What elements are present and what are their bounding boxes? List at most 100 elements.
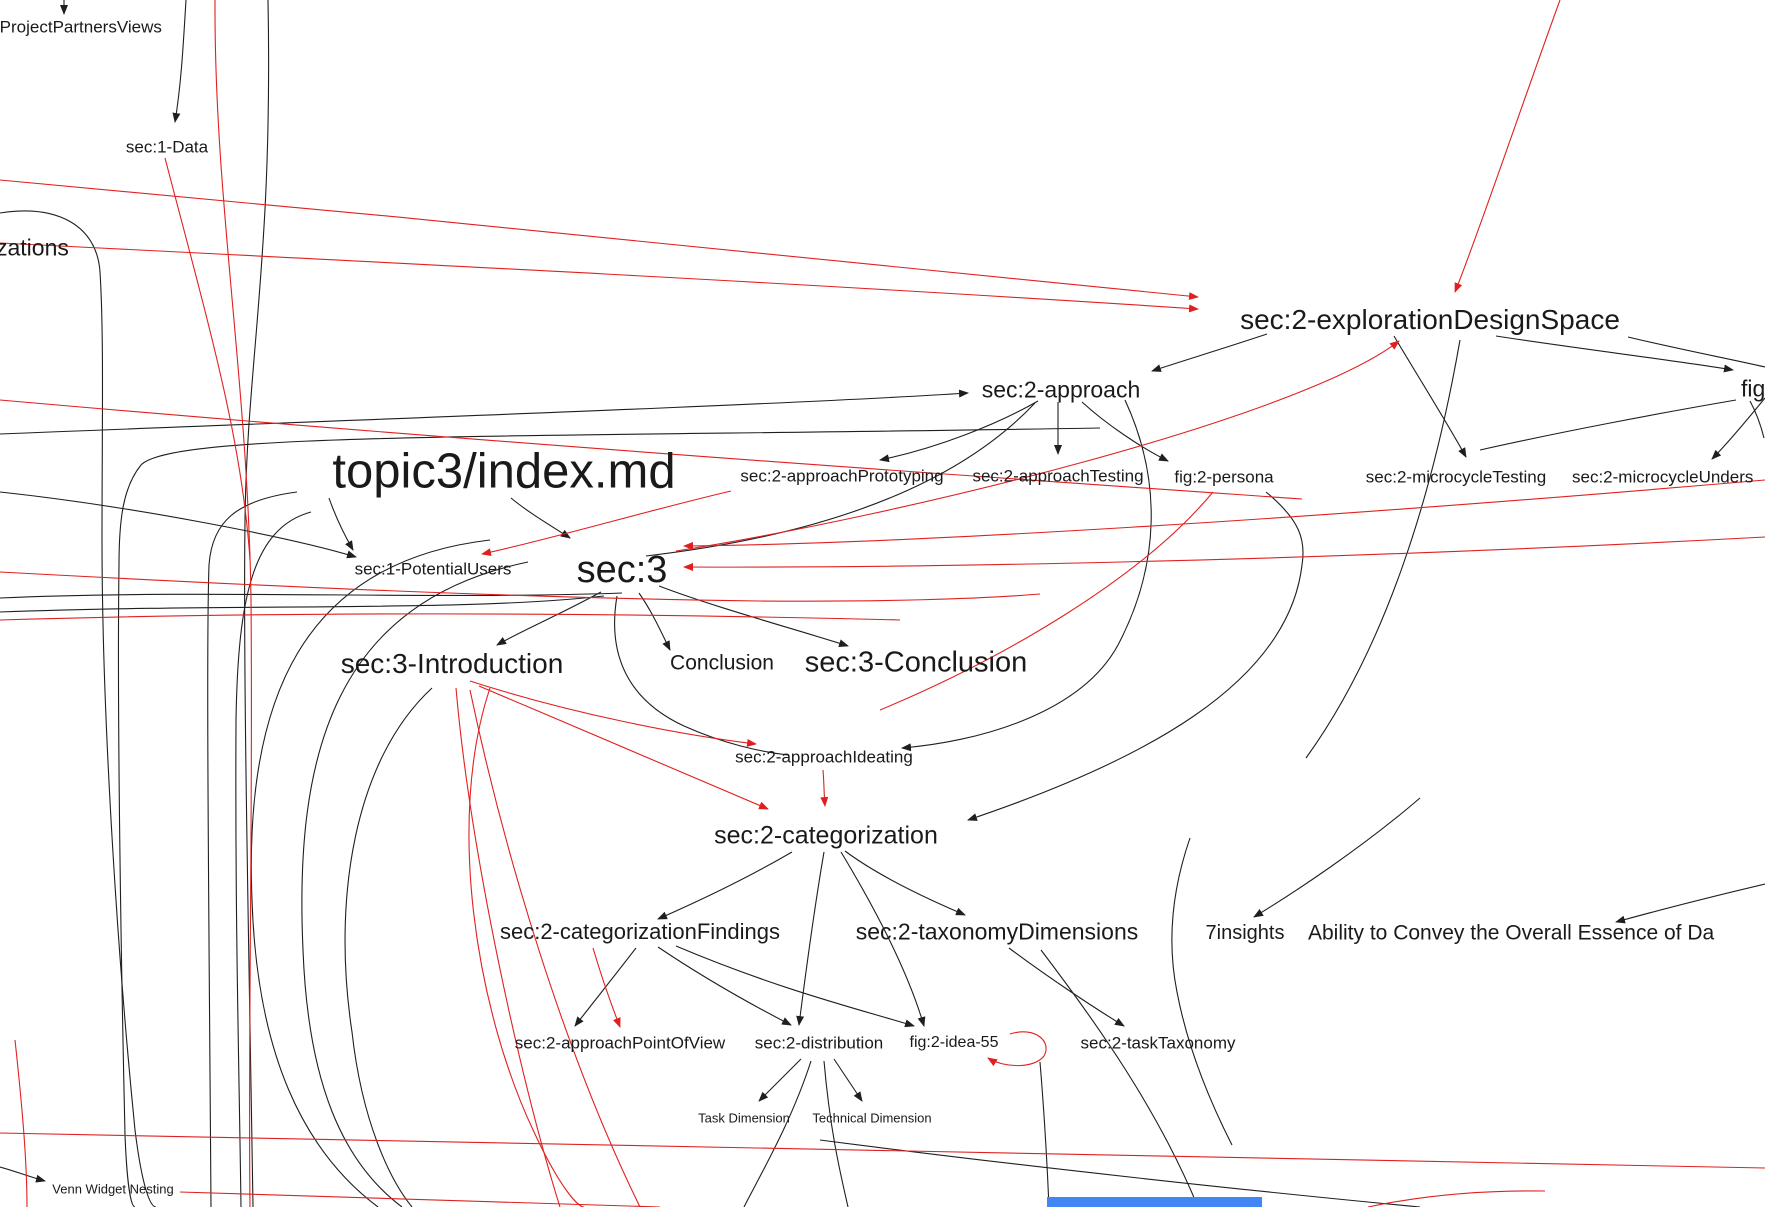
graph-edge [1008, 947, 1125, 1027]
graph-node-fig-cut[interactable]: fig [1741, 375, 1765, 402]
graph-node-sec2-taxonomy-dimensions[interactable]: sec:2-taxonomyDimensions [855, 918, 1139, 945]
graph-edge [250, 539, 491, 1207]
graph-node-topic3-index-md[interactable]: topic3/index.md [332, 444, 676, 499]
graph-edge [328, 497, 354, 551]
graph-edge [478, 685, 769, 810]
graph-node-venn-widget-nesting[interactable]: Venn Widget Nesting [52, 1181, 174, 1197]
graph-node-sec2-approach[interactable]: sec:2-approach [981, 376, 1141, 403]
graph-edge [1305, 339, 1461, 759]
graph-node-seven-insights[interactable]: 7insights [1205, 922, 1285, 944]
graph-edge [1040, 949, 1199, 1207]
graph-edge [0, 389, 969, 435]
graph-edge [214, 0, 253, 1207]
graph-edge [683, 479, 1765, 550]
graph-edge [117, 427, 1101, 1207]
graph-edge [1479, 399, 1737, 451]
graph-edge [658, 585, 849, 648]
graph-edge [1615, 883, 1765, 924]
graph-edge [0, 595, 605, 613]
graph-node-sec2-categorization-findings[interactable]: sec:2-categorizationFindings [499, 919, 781, 944]
graph-node-sec2-approach-point-of-view[interactable]: sec:2-approachPointOfView [514, 1033, 726, 1053]
graph-node-sec2-approach-ideating[interactable]: sec:2-approachIdeating [735, 747, 913, 767]
graph-edge [823, 1060, 849, 1207]
graph-edge [0, 1166, 46, 1183]
graph-edge [1627, 336, 1765, 368]
graph-edge [481, 490, 732, 557]
graph-edge [496, 591, 602, 646]
graph-edge [344, 687, 433, 1207]
graph-edge [879, 491, 1214, 711]
graph-edge [164, 157, 251, 561]
graph-edge [657, 851, 793, 920]
graph-node-project-partners-views[interactable]: -ProjectPartnersViews [0, 17, 162, 37]
graph-edge [172, 0, 187, 123]
graph-node-fig2-persona[interactable]: fig:2-persona [1174, 467, 1274, 487]
graph-edge [510, 497, 571, 539]
graph-edge [675, 340, 1400, 552]
graph-node-sec1-data[interactable]: sec:1-Data [125, 137, 209, 157]
graph-edge [574, 947, 637, 1027]
graph-edge [1081, 401, 1169, 462]
graph-edge [592, 947, 621, 1028]
graph-edge [468, 687, 585, 1207]
graph-node-sec2-approach-prototyping[interactable]: sec:2-approachPrototyping [740, 466, 944, 486]
graph-node-sec2-task-taxonomy[interactable]: sec:2-taskTaxonomy [1080, 1033, 1236, 1053]
graph-edge [614, 595, 789, 756]
graph-node-conclusion[interactable]: Conclusion [670, 651, 774, 675]
graph-edge [1393, 335, 1467, 458]
graph-edge [1039, 1061, 1050, 1207]
graph-edge [901, 399, 1152, 752]
graph-edge [469, 680, 757, 747]
graph-node-sec1-potential-users[interactable]: sec:1-PotentialUsers [354, 559, 512, 579]
graph-edge [14, 1039, 28, 1207]
graph-edge [675, 945, 915, 1028]
graph-edge [0, 571, 1041, 602]
graph-edge [207, 491, 298, 1207]
graph-node-sec3-introduction[interactable]: sec:3-Introduction [340, 648, 564, 679]
graph-edge [796, 851, 825, 1026]
graph-node-sec2-distribution[interactable]: sec:2-distribution [754, 1033, 884, 1053]
graph-node-sec2-microcycle-testing[interactable]: sec:2-microcycleTesting [1365, 467, 1547, 487]
graph-node-sec2-categorization[interactable]: sec:2-categorization [714, 821, 938, 850]
graph-edge [469, 689, 641, 1207]
graph-edge [1253, 797, 1421, 918]
graph-edge [638, 592, 671, 651]
graph-edge [1454, 0, 1561, 293]
graph-edge [879, 400, 1039, 463]
graph-edge [844, 850, 966, 916]
graph-edge [743, 1060, 812, 1207]
graph-node-sec3-conclusion[interactable]: sec:3-Conclusion [804, 646, 1028, 679]
graph-node-sec2-microcycle-unders[interactable]: sec:2-microcycleUnders [1572, 467, 1754, 487]
graph-edge [758, 1058, 802, 1102]
graph-edge [0, 592, 623, 599]
graph-node-zations[interactable]: zations [0, 234, 69, 261]
graph-edge [833, 1058, 863, 1102]
graph-edge [657, 946, 792, 1026]
graph-edge [1749, 400, 1765, 439]
graph-node-fig2-idea-55[interactable]: fig:2-idea-55 [909, 1034, 999, 1051]
graph-edge [1151, 333, 1268, 372]
graph-edge [1495, 335, 1734, 373]
graph-edge [0, 210, 157, 1207]
graph-edge [1711, 397, 1765, 460]
graph-edge [1367, 1190, 1546, 1207]
graph-node-task-dimension[interactable]: Task Dimension [698, 1110, 790, 1126]
graph-node-sec2-exploration-design-space[interactable]: sec:2-explorationDesignSpace [1240, 304, 1620, 335]
graph-node-technical-dimension[interactable]: Technical Dimension [812, 1110, 932, 1126]
graph-node-sec3[interactable]: sec:3 [576, 549, 668, 591]
graph-edge [1171, 837, 1233, 1146]
graph-node-sec2-approach-testing[interactable]: sec:2-approachTesting [972, 466, 1144, 486]
graph-edge [967, 491, 1304, 821]
graph-edge [683, 536, 1765, 572]
graph-edge [0, 1132, 1765, 1169]
graph-edge [0, 399, 1303, 500]
graph-edge [0, 613, 901, 621]
graph-node-ability-to-convey[interactable]: Ability to Convey the Overall Essence of… [1308, 921, 1715, 945]
graph-edge [235, 511, 312, 1207]
graph-edge [840, 851, 926, 1027]
graph-edge [820, 769, 829, 807]
graph-edge [455, 687, 561, 1207]
selection-bar[interactable] [1047, 1197, 1262, 1207]
